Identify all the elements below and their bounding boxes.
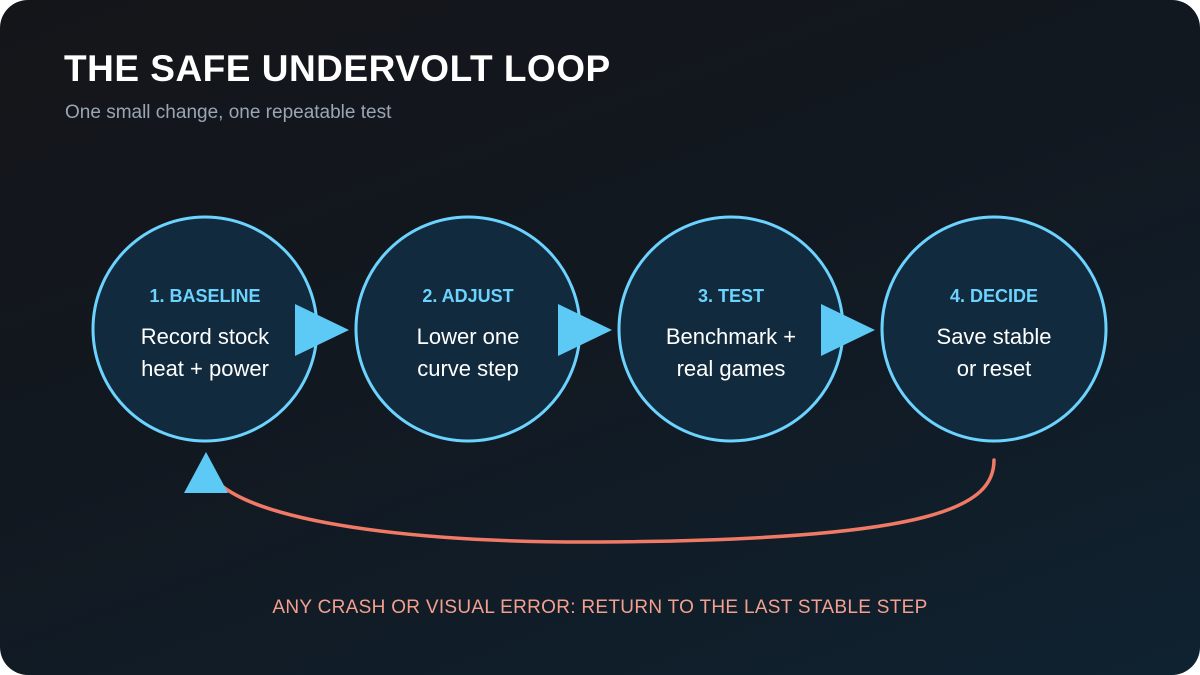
arrow-right-icon <box>558 304 612 356</box>
step-text-line: real games <box>677 356 786 381</box>
step-adjust: 2. ADJUST Lower one curve step <box>354 215 582 443</box>
step-decide: 4. DECIDE Save stable or reset <box>880 215 1108 443</box>
step-test: 3. TEST Benchmark + real games <box>617 215 845 443</box>
step-text-line: Lower one <box>417 324 520 349</box>
step-text-line: curve step <box>417 356 519 381</box>
step-text-line: Benchmark + <box>666 324 796 349</box>
step-label: 2. ADJUST <box>422 286 513 306</box>
return-arrowhead-icon <box>184 452 228 493</box>
step-text-line: or reset <box>957 356 1032 381</box>
page-subtitle: One small change, one repeatable test <box>65 102 392 123</box>
return-loop-path <box>220 458 996 544</box>
step-label: 3. TEST <box>698 286 764 306</box>
footer-note: ANY CRASH OR VISUAL ERROR: RETURN TO THE… <box>272 597 928 618</box>
step-label: 4. DECIDE <box>950 286 1038 306</box>
page-title: THE SAFE UNDERVOLT LOOP <box>64 48 611 89</box>
step-circle <box>880 215 1108 443</box>
step-text-line: Record stock <box>141 324 270 349</box>
step-baseline: 1. BASELINE Record stock heat + power <box>91 215 319 443</box>
step-label: 1. BASELINE <box>149 286 260 306</box>
arrow-right-icon <box>821 304 875 356</box>
arrow-right-icon <box>295 304 349 356</box>
step-text-line: heat + power <box>141 356 269 381</box>
step-text-line: Save stable <box>937 324 1052 349</box>
